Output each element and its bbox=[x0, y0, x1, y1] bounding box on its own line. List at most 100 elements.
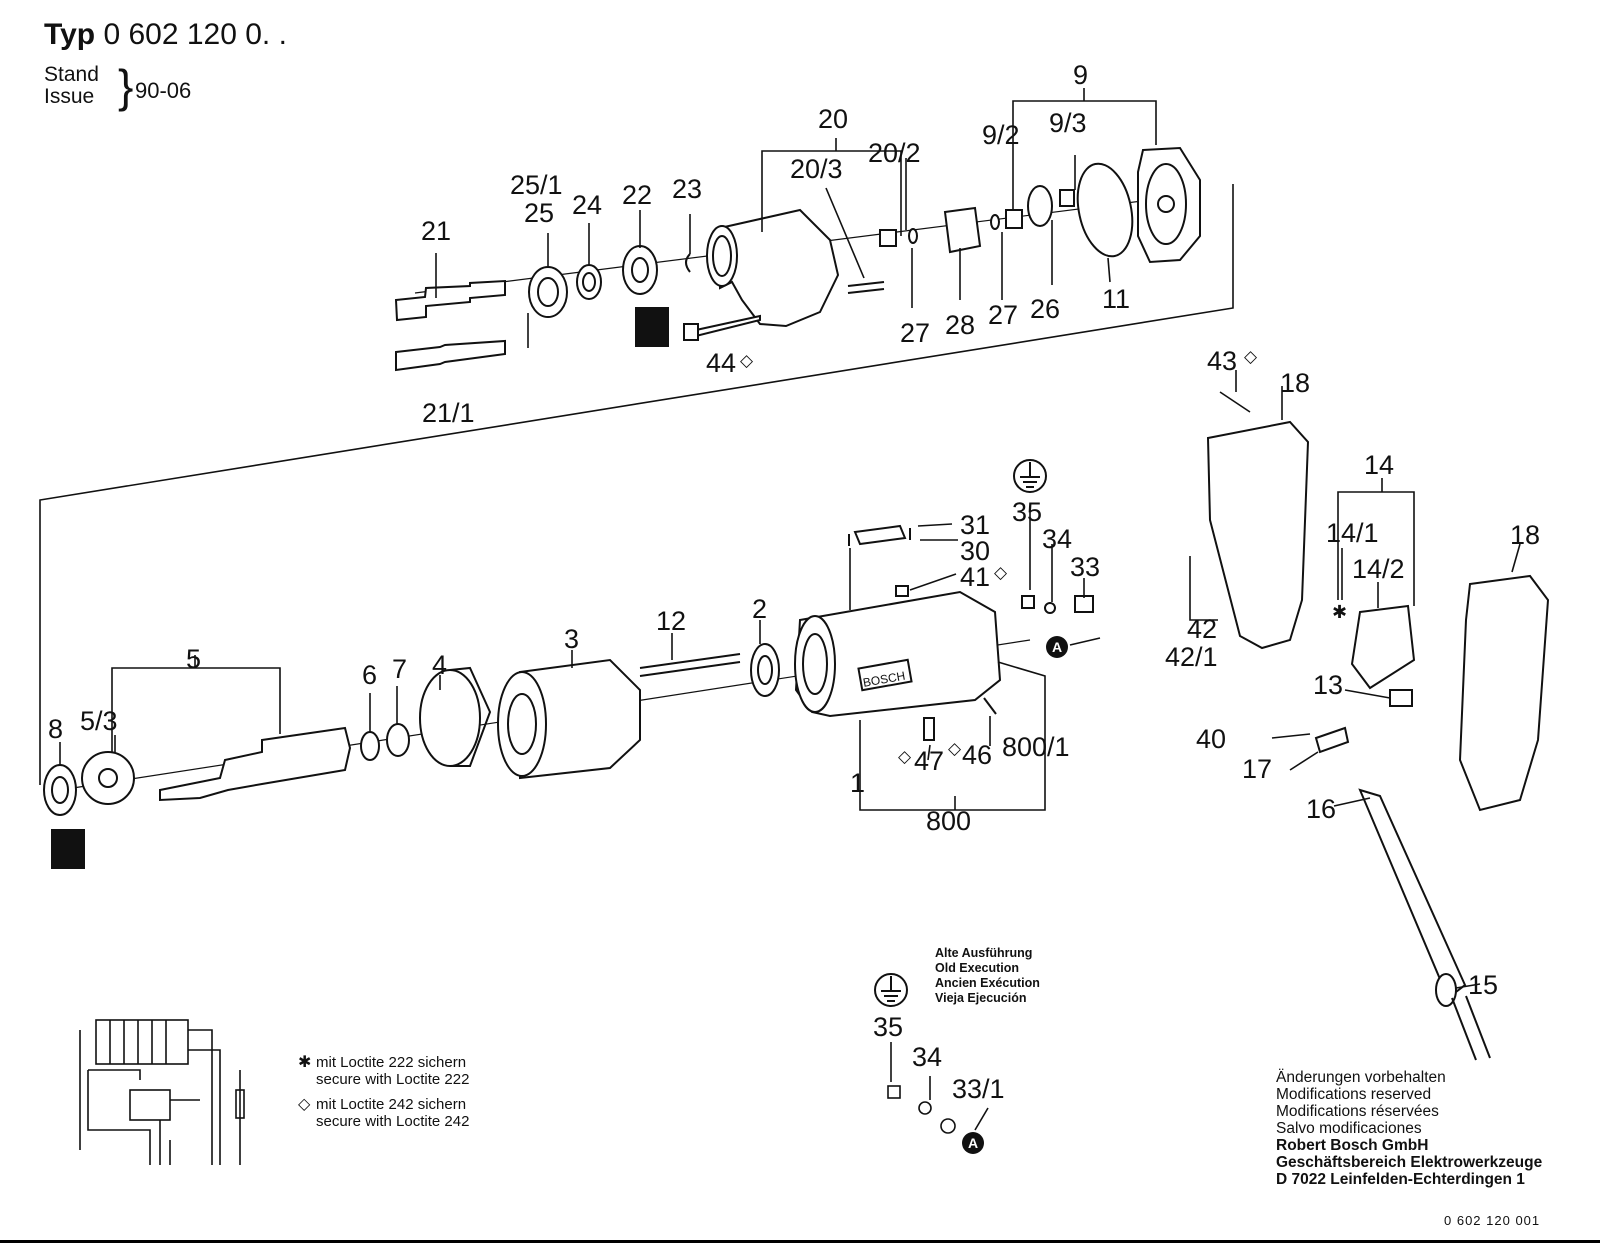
plate-30 bbox=[853, 524, 907, 546]
old-exec-line4: Vieja Ejecución bbox=[935, 991, 1027, 1005]
label-42-1: 42/1 bbox=[1165, 642, 1218, 672]
label-43-diamond: ◇ bbox=[1244, 347, 1258, 366]
label-27b: 27 bbox=[988, 300, 1018, 330]
washer-34 bbox=[1044, 602, 1056, 614]
terminal-13 bbox=[1389, 689, 1413, 707]
label-24: 24 bbox=[572, 190, 602, 220]
issue-date: 90-06 bbox=[135, 78, 192, 103]
label-35: 35 bbox=[1012, 497, 1042, 527]
issue-label: Issue bbox=[44, 85, 95, 108]
diamond-icon: ◇ bbox=[298, 1096, 311, 1113]
label-28: 28 bbox=[945, 310, 975, 340]
bottom-rule bbox=[0, 1240, 1600, 1243]
document-number: 0 602 120 001 bbox=[1444, 1213, 1541, 1228]
label-2: 2 bbox=[752, 594, 767, 624]
legend-loctite-242: ◇mit Loctite 242 sichern secure with Loc… bbox=[298, 1096, 469, 1130]
marker-a-circle-lower bbox=[962, 1132, 984, 1154]
label-7: 7 bbox=[392, 654, 407, 684]
legend-loctite-222: ✱mit Loctite 222 sichern secure with Loc… bbox=[298, 1054, 469, 1088]
label-9: 9 bbox=[1073, 60, 1088, 90]
screw-46 bbox=[983, 697, 997, 715]
armature-5 bbox=[159, 726, 352, 802]
label-41: 41 bbox=[960, 562, 990, 592]
switch-14 bbox=[1350, 604, 1416, 690]
stand-issue-labels: Stand Issue bbox=[44, 64, 99, 108]
footer-company1: Robert Bosch GmbH bbox=[1276, 1137, 1429, 1154]
old-exec-line2: Old Execution bbox=[935, 961, 1020, 975]
washer-27b bbox=[990, 214, 1000, 230]
star-marker-14-1: ✱ bbox=[1332, 602, 1347, 622]
label-14-2: 14/2 bbox=[1352, 554, 1405, 584]
typ-label: Typ bbox=[44, 18, 96, 51]
label-5-3: 5/3 bbox=[80, 706, 118, 736]
washer-34-old bbox=[918, 1101, 932, 1115]
wiring-schematic bbox=[79, 1019, 245, 1165]
label-43: 43 bbox=[1207, 346, 1237, 376]
label-8: 8 bbox=[48, 714, 63, 744]
marker-a-upper: A bbox=[1052, 639, 1062, 655]
gear-housing-20 bbox=[719, 208, 840, 328]
label-13: 13 bbox=[1313, 670, 1343, 700]
footer-line1: Änderungen vorbehalten bbox=[1276, 1069, 1446, 1086]
ring-6 bbox=[360, 731, 380, 761]
earth-symbol-lower bbox=[874, 973, 908, 1007]
pinion-28 bbox=[943, 206, 982, 254]
label-22: 22 bbox=[622, 180, 652, 210]
label-11: 11 bbox=[1102, 284, 1130, 314]
label-44-diamond: ◇ bbox=[740, 351, 754, 370]
earth-symbol-upper bbox=[1013, 459, 1047, 493]
label-17: 17 bbox=[1242, 754, 1272, 784]
cable-16 bbox=[1358, 788, 1467, 1000]
bearing-symbol-lower bbox=[51, 829, 85, 869]
screw-44 bbox=[695, 314, 761, 338]
sleeve-20-2 bbox=[879, 229, 897, 247]
label-25-1: 25/1 bbox=[510, 170, 563, 200]
label-9-2: 9/2 bbox=[982, 120, 1020, 150]
marker-a-lower: A bbox=[968, 1135, 978, 1151]
leader-lines bbox=[59, 88, 1521, 1134]
spindle-21-1 bbox=[395, 339, 506, 372]
screw-35-old bbox=[887, 1085, 901, 1099]
label-46: 46 bbox=[962, 740, 992, 770]
label-18a: 18 bbox=[1280, 368, 1310, 398]
label-800-1: 800/1 bbox=[1002, 732, 1070, 762]
type-number: Typ 0 602 120 0. . bbox=[44, 18, 287, 52]
label-34-old: 34 bbox=[912, 1042, 942, 1072]
label-27a: 27 bbox=[900, 318, 930, 348]
gear-26 bbox=[1027, 185, 1053, 227]
label-14-1: 14/1 bbox=[1326, 518, 1379, 548]
old-execution-note: Alte Ausführung Old Execution Ancien Exé… bbox=[935, 946, 1040, 1006]
label-44: 44 bbox=[706, 348, 736, 378]
label-40: 40 bbox=[1196, 724, 1226, 754]
label-31: 31 bbox=[960, 510, 990, 540]
typ-number: 0 602 120 0. . bbox=[103, 18, 287, 51]
label-20: 20 bbox=[818, 104, 848, 134]
legend-diamond-line2: secure with Loctite 242 bbox=[316, 1113, 470, 1130]
label-47: 47 bbox=[914, 746, 944, 776]
label-1: 1 bbox=[850, 768, 865, 798]
label-35-old: 35 bbox=[873, 1012, 903, 1042]
footer-line4: Salvo modificaciones bbox=[1276, 1120, 1422, 1137]
label-4: 4 bbox=[432, 650, 447, 680]
footer-line3: Modifications réservées bbox=[1276, 1103, 1439, 1120]
label-41-diamond: ◇ bbox=[994, 563, 1008, 582]
legend-star-line1: mit Loctite 222 sichern bbox=[316, 1054, 467, 1071]
label-6: 6 bbox=[362, 660, 377, 690]
motor-assembly bbox=[43, 524, 1094, 869]
bearing-symbol bbox=[635, 307, 669, 347]
grommet-15 bbox=[1435, 973, 1457, 1007]
handle-shell-18b bbox=[1458, 574, 1550, 812]
stand-label: Stand bbox=[44, 63, 99, 86]
part-labels: 21 21/1 25/1 25 24 22 23 44 ◇ 20 20/3 20… bbox=[48, 60, 1540, 1151]
label-18b: 18 bbox=[1510, 520, 1540, 550]
footer-notice: Änderungen vorbehalten Modifications res… bbox=[1276, 1069, 1542, 1188]
old-exec-line1: Alte Ausführung bbox=[935, 946, 1033, 960]
baffle-4 bbox=[419, 669, 481, 767]
label-26: 26 bbox=[1030, 294, 1060, 324]
footer-line2: Modifications reserved bbox=[1276, 1086, 1432, 1103]
upper-assembly bbox=[394, 146, 1201, 372]
screws-12 bbox=[639, 653, 741, 669]
screw-41 bbox=[895, 585, 909, 597]
legend-star-line2: secure with Loctite 222 bbox=[316, 1071, 470, 1088]
